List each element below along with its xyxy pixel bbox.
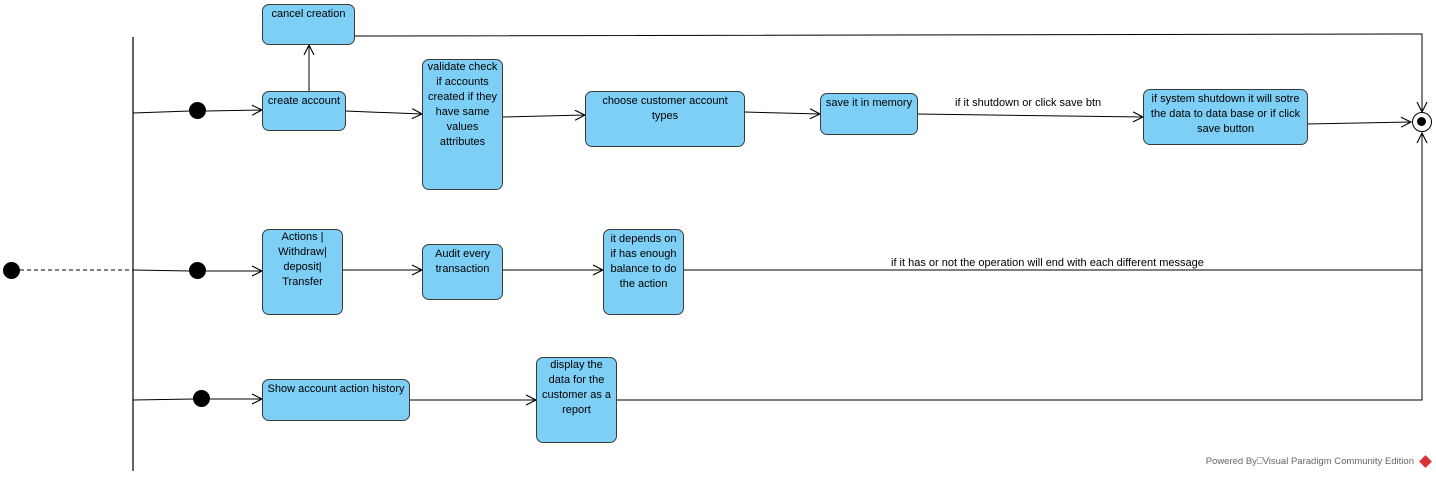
final-node-core bbox=[1417, 117, 1426, 126]
edge-validate-choose bbox=[501, 115, 585, 117]
watermark-text: Powered By⎕Visual Paradigm Community Edi… bbox=[1205, 456, 1414, 467]
action-choose-types[interactable]: choose customer account types bbox=[585, 91, 745, 147]
row1-start-dot bbox=[189, 102, 206, 119]
action-display-report[interactable]: display the data for the customer as a r… bbox=[536, 357, 617, 443]
vp-watermark: Powered By⎕Visual Paradigm Community Edi… bbox=[1205, 455, 1432, 468]
final-node bbox=[1412, 112, 1432, 132]
row3-start-dot bbox=[193, 390, 210, 407]
action-cancel-creation[interactable]: cancel creation bbox=[262, 4, 355, 45]
initial-node bbox=[3, 262, 20, 279]
action-actions[interactable]: Actions | Withdraw| deposit| Transfer bbox=[262, 229, 343, 315]
edge-label-shutdown-or-save: if it shutdown or click save btn bbox=[955, 97, 1102, 109]
edge-label-operation-end: if it has or not the operation will end … bbox=[891, 257, 1204, 269]
action-show-history[interactable]: Show account action history bbox=[262, 379, 410, 421]
edge-fork-row1 bbox=[132, 110, 191, 114]
edge-shutdown-final bbox=[1306, 122, 1411, 124]
action-validate[interactable]: validate check if accounts created if th… bbox=[422, 59, 503, 190]
edge-depends-final bbox=[683, 133, 1422, 271]
action-create-account[interactable]: create account bbox=[262, 91, 346, 131]
action-depends[interactable]: it depends on if has enough balance to d… bbox=[603, 229, 684, 315]
edge-fork-row3 bbox=[132, 398, 195, 401]
action-system-shutdown[interactable]: if system shutdown it will sotre the dat… bbox=[1143, 89, 1308, 145]
edge-dot1-create bbox=[205, 110, 262, 111]
visual-paradigm-logo-icon bbox=[1419, 455, 1432, 468]
edge-display-final bbox=[616, 133, 1423, 401]
row2-start-dot bbox=[189, 262, 206, 279]
action-audit[interactable]: Audit every transaction bbox=[422, 244, 503, 300]
action-save-memory[interactable]: save it in memory bbox=[820, 93, 918, 135]
edge-create-validate bbox=[344, 111, 422, 114]
edge-cancel-final bbox=[353, 33, 1422, 112]
edge-fork-row2 bbox=[132, 269, 191, 272]
edge-choose-save bbox=[743, 112, 820, 114]
edge-save-shutdown bbox=[916, 114, 1143, 117]
